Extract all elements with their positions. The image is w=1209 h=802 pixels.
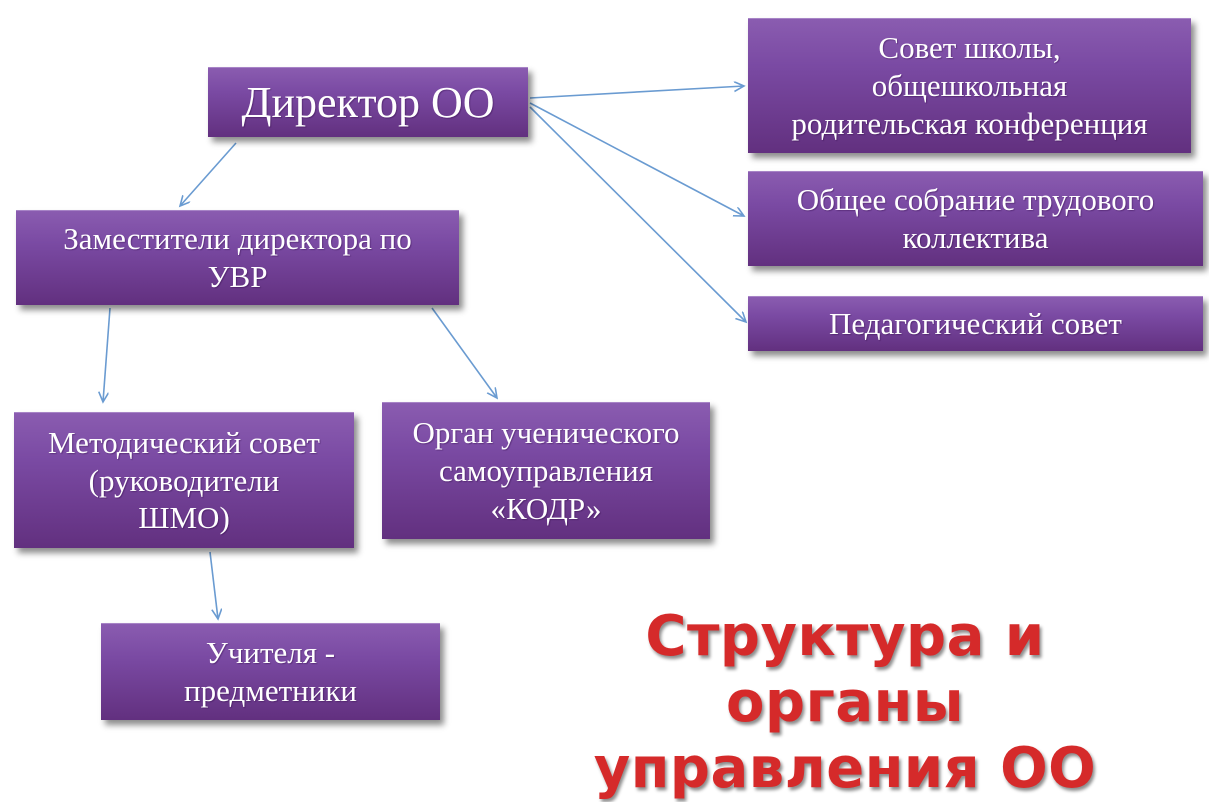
- general-assembly-box: Общее собрание трудового коллектива: [748, 171, 1203, 266]
- student-organ-label: Орган ученического самоуправления «КОДР»: [412, 415, 680, 526]
- teachers-label: Учителя - предметники: [184, 635, 357, 708]
- general-assembly-label: Общее собрание трудового коллектива: [796, 182, 1155, 255]
- deputies-label: Заместители директора по УВР: [63, 221, 412, 294]
- director-box: Директор ОО: [208, 67, 528, 137]
- arrow-deputies-to-student-organ: [431, 307, 497, 398]
- arrow-director-to-pedagogic-council: [529, 106, 746, 322]
- school-council-label: Совет школы, общешкольная родительская к…: [791, 30, 1148, 141]
- arrow-metodic-to-teachers: [209, 551, 218, 619]
- arrow-director-to-general-assembly: [529, 102, 744, 216]
- diagram-title: Структура и органы управления ОО: [520, 604, 1170, 802]
- arrow-deputies-to-metodic: [103, 307, 111, 402]
- pedagogic-council-box: Педагогический совет: [748, 296, 1203, 351]
- teachers-box: Учителя - предметники: [101, 623, 440, 720]
- student-organ-box: Орган ученического самоуправления «КОДР»: [382, 402, 710, 539]
- director-label: Директор ОО: [241, 77, 495, 127]
- title-line-2: управления ОО: [593, 736, 1097, 802]
- school-council-box: Совет школы, общешкольная родительская к…: [748, 18, 1191, 153]
- pedagogic-council-label: Педагогический совет: [829, 306, 1122, 342]
- deputies-box: Заместители директора по УВР: [16, 210, 459, 305]
- connector-arrows: [0, 0, 1209, 776]
- arrow-director-to-school-council: [529, 86, 744, 99]
- metodic-council-box: Методический совет (руководители ШМО): [14, 412, 354, 548]
- metodic-council-label: Методический совет (руководители ШМО): [48, 424, 320, 536]
- title-line-1: Структура и органы: [645, 604, 1045, 736]
- arrow-director-to-deputies: [180, 142, 237, 206]
